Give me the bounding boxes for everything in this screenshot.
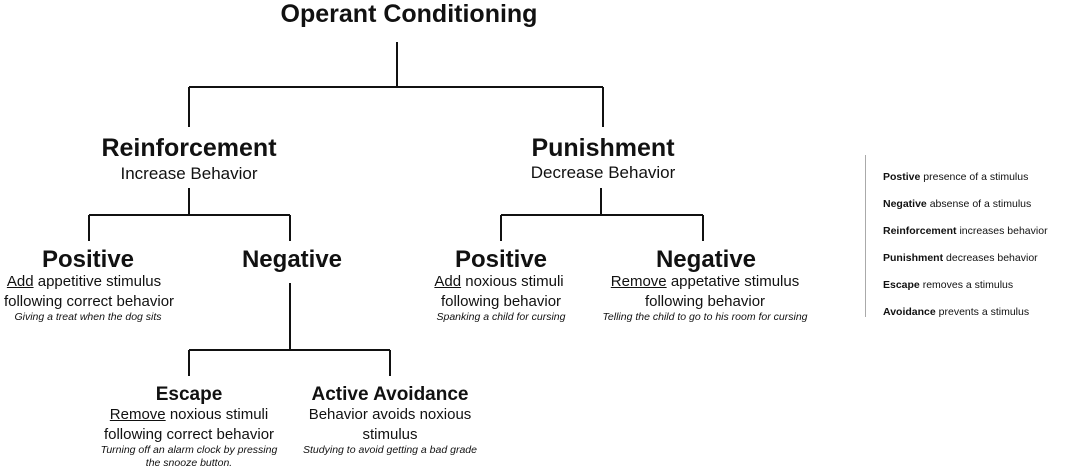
legend-item: Postive presence of a stimulus [883,171,1048,198]
punishment-negative-heading: Negative [655,246,757,273]
punishment-negative-line1: Remove appetative stimulus [611,274,799,289]
punishment-negative-line2: following behavior [644,293,766,310]
legend-term: Negative [883,198,927,210]
punishment-positive-heading: Positive [454,246,548,273]
escape-line2: following correct behavior [103,426,275,443]
escape-heading: Escape [155,384,223,405]
reinforcement-negative-heading: Negative [241,246,343,273]
punishment-positive-verb: Add [434,273,462,290]
legend-term: Postive [883,171,921,183]
escape-example-line2: the snooze button. [145,457,233,469]
escape-line1: Remove noxious stimuli [110,407,268,422]
legend-item: Negative absense of a stimulus [883,198,1048,225]
avoidance-line1: Behavior avoids noxious [308,406,472,423]
reinforcement-heading: Reinforcement [101,134,277,162]
legend-definition: prevents a stimulus [938,306,1030,318]
legend-item: Avoidance prevents a stimulus [883,306,1048,333]
legend-term: Reinforcement [883,225,957,237]
reinforcement-positive-line1-rest: appetitive stimulus [37,273,162,290]
legend-definition: decreases behavior [946,252,1038,264]
punishment-positive-line1: Add noxious stimuli [434,274,563,289]
legend-term: Escape [883,279,920,291]
diagram-title: Operant Conditioning [280,0,538,28]
reinforcement-positive-line2: following correct behavior [3,293,175,310]
reinforcement-positive-heading: Positive [41,246,135,273]
avoidance-heading: Active Avoidance [311,384,469,405]
punishment-heading: Punishment [531,134,675,162]
punishment-subtitle: Decrease Behavior [530,163,676,182]
avoidance-example: Studying to avoid getting a bad grade [303,444,477,456]
legend-item: Punishment decreases behavior [883,252,1048,279]
punishment-positive-line2: following behavior [440,293,562,310]
reinforcement-positive-line1: Add appetitive stimulus [7,274,161,289]
legend-divider [865,155,866,317]
punishment-positive-line1-rest: noxious stimuli [465,273,564,290]
reinforcement-positive-example: Giving a treat when the dog sits [14,311,162,323]
legend-item: Escape removes a stimulus [883,279,1048,306]
legend-term: Punishment [883,252,944,264]
legend-definition: increases behavior [959,225,1048,237]
punishment-negative-example: Telling the child to go to his room for … [602,311,808,323]
reinforcement-subtitle: Increase Behavior [120,164,258,183]
punishment-positive-example: Spanking a child for cursing [436,311,566,323]
legend-item: Reinforcement increases behavior [883,225,1048,252]
legend-definition: removes a stimulus [922,279,1014,291]
legend-definition: absense of a stimulus [929,198,1032,210]
reinforcement-positive-verb: Add [6,273,34,290]
escape-verb: Remove [109,406,166,423]
legend-definition: presence of a stimulus [923,171,1029,183]
escape-example-line1: Turning off an alarm clock by pressing [100,444,278,456]
legend: Postive presence of a stimulus Negative … [883,171,1048,333]
legend-term: Avoidance [883,306,936,318]
escape-line1-rest: noxious stimuli [169,406,269,423]
avoidance-line2: stimulus [362,426,418,443]
punishment-negative-line1-rest: appetative stimulus [670,273,800,290]
punishment-negative-verb: Remove [610,273,667,290]
